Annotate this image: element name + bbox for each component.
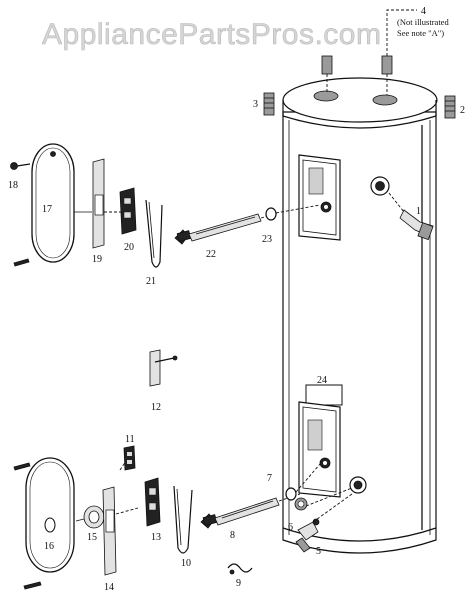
callout-19: 19: [92, 254, 102, 265]
lower-heating-element: [200, 493, 301, 529]
top-port-cold: [313, 90, 339, 102]
drain-valve: [295, 493, 353, 553]
nipple-2: [444, 95, 456, 119]
callout-21: 21: [146, 276, 156, 287]
note-line-1: (Not illustrated: [397, 17, 449, 27]
callout-1: 1: [416, 206, 421, 217]
top-port-hot: [372, 94, 398, 106]
upper-access-opening: [298, 154, 341, 241]
callout-9: 9: [236, 578, 241, 589]
high-limit-switch: [123, 445, 136, 471]
lower-cover-screw-bottom: [23, 581, 42, 590]
callout-3: 3: [253, 99, 258, 110]
lower-thermostat: [144, 477, 161, 527]
callout-20: 20: [124, 242, 134, 253]
thermostat-bracket-upper: [74, 158, 122, 249]
callout-7: 7: [267, 473, 272, 484]
relief-valve: [388, 192, 434, 241]
drain-nipple: [294, 487, 353, 511]
lower-cover-screw-top: [13, 462, 31, 471]
upper-thermostat: [119, 187, 137, 235]
wire-clip: [227, 563, 253, 575]
lower-access-cover: [25, 457, 75, 573]
note-line-2: See note "A"): [397, 28, 444, 38]
nipple-3: [263, 92, 275, 116]
watermark-text: AppliancePartsPros.com: [42, 18, 381, 51]
callout-17: 17: [42, 204, 52, 215]
callout-10: 10: [181, 558, 191, 569]
callout-12: 12: [151, 402, 161, 413]
callout-4: 4: [421, 6, 426, 17]
insulation-retainer: [149, 349, 178, 387]
upper-access-cover: [31, 143, 75, 263]
callout-16: 16: [44, 541, 54, 552]
callout-23: 23: [262, 234, 272, 245]
thermostat-knob: [75, 505, 105, 529]
callout-18: 18: [8, 180, 18, 191]
callout-2: 2: [460, 105, 465, 116]
thermostat-clip-upper: [145, 199, 163, 268]
callout-5: 5: [316, 546, 321, 557]
callout-22: 22: [206, 249, 216, 260]
callout-24: 24: [317, 375, 327, 386]
callout-14: 14: [104, 582, 114, 593]
callout-13: 13: [151, 532, 161, 543]
callout-8: 8: [230, 530, 235, 541]
cover-screw-top: [10, 162, 31, 170]
thermostat-bracket-lower: [102, 457, 139, 576]
lower-access-opening: [298, 401, 341, 498]
callout-6: 6: [288, 522, 293, 533]
nipple-top-left: [321, 55, 333, 92]
callout-15: 15: [87, 532, 97, 543]
element-gasket-upper: [265, 207, 277, 221]
callout-11: 11: [125, 434, 135, 445]
element-gasket-lower: [285, 487, 297, 501]
thermostat-clip-lower: [173, 485, 193, 554]
rating-label-plate: [305, 384, 343, 406]
cover-screw-bottom: [13, 258, 30, 267]
upper-heating-element: [174, 213, 276, 245]
